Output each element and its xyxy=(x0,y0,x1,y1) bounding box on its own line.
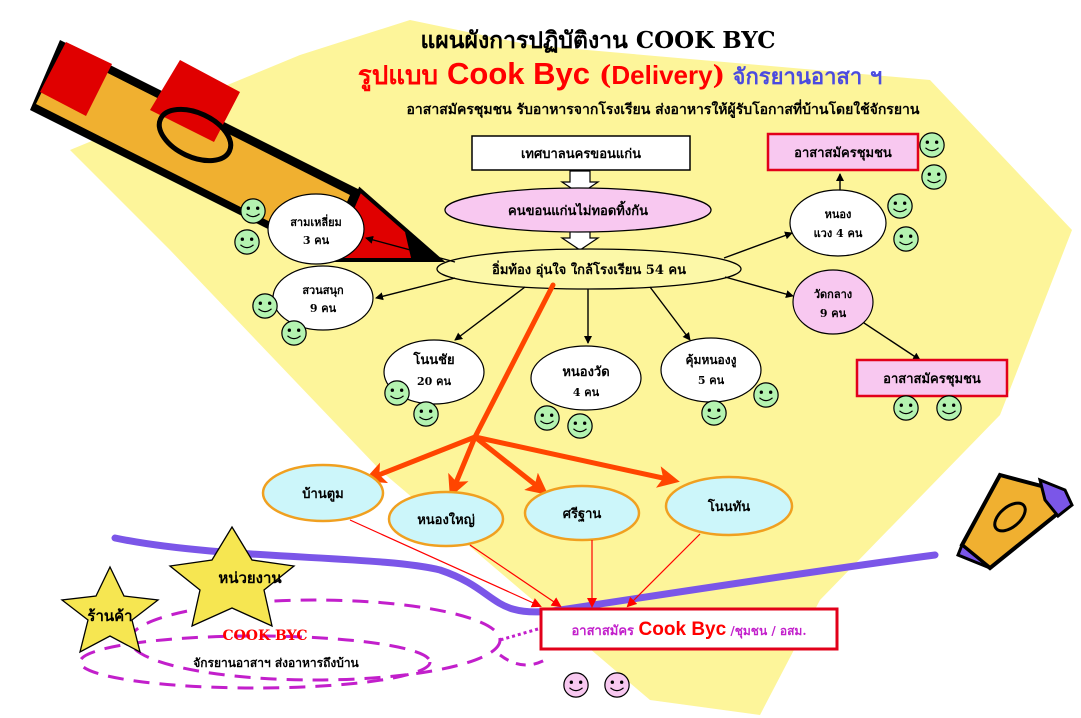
connector-arrows xyxy=(365,173,921,361)
volunteer-box-top: อาสาสมัครชุมชน xyxy=(766,132,920,172)
community-name: โนนชัย xyxy=(412,351,454,368)
star-label-agency: หน่วยงาน xyxy=(218,569,282,587)
volunteer-label: อาสาสมัครชุมชน xyxy=(794,146,892,161)
community-nong-waeng: หนอง แวง 4 คน xyxy=(789,189,887,257)
star-icon: ร้านค้า xyxy=(60,565,160,654)
target-label: บ้านตูม xyxy=(302,486,343,502)
near-school-ellipse xyxy=(436,248,742,290)
cook-byc-caption: จักรยานอาสาฯ ส่งอาหารถึงบ้าน xyxy=(193,656,359,670)
community-count: แวง 4 คน xyxy=(814,227,863,240)
star-icon: หน่วยงาน xyxy=(168,525,296,628)
community-name: หนองวัด xyxy=(562,365,609,380)
target-si-than: ศรีฐาน xyxy=(523,484,641,542)
volunteer-label: อาสาสมัคร Cook Byc /ชุมชน / อสม. xyxy=(571,619,806,640)
dotted-connector xyxy=(499,627,539,642)
community-count: 9 คน xyxy=(820,307,847,320)
municipality-label: เทศบาลนครขอนแก่น xyxy=(521,147,641,162)
community-count: 3 คน xyxy=(303,234,330,247)
pen-icon xyxy=(30,40,446,262)
municipality-box xyxy=(471,135,691,171)
delivery-zone-tail xyxy=(499,653,546,667)
community-name: สามเหลี่ยม xyxy=(290,214,342,229)
community-count: 20 คน xyxy=(417,375,451,388)
community-name: คุ้มหนองงู xyxy=(686,353,737,368)
pen-icon xyxy=(956,472,1074,571)
community-name: หนอง xyxy=(825,208,852,221)
community-count: 9 คน xyxy=(310,302,337,315)
target-label: โนนทัน xyxy=(707,498,750,515)
cook-byc-title: COOK BYC xyxy=(222,628,307,644)
diagram-subtitle-model: รูปแบบ Cook Byc (Delivery) จักรยานอาสา ฯ xyxy=(358,56,882,92)
diagram-title: แผนผังการปฏิบัติงาน COOK BYC xyxy=(420,27,775,54)
near-school-label: อิ่มท้อง อุ่นใจ ใกล้โรงเรียน 54 คน xyxy=(492,260,686,278)
red-connector-arrows xyxy=(349,519,701,608)
target-label: หนองใหญ่ xyxy=(417,511,475,528)
star-label-shop: ร้านค้า xyxy=(87,607,132,625)
community-khum-nong-ngu: คุ้มหนองงู 5 คน xyxy=(660,337,762,403)
community-name: สวนสนุก xyxy=(302,284,344,298)
community-name: วัดกลาง xyxy=(814,288,852,301)
community-non-chai: โนนชัย 20 คน xyxy=(383,339,485,405)
community-sam-liam: สามเหลี่ยม 3 คน xyxy=(267,193,365,265)
delivery-zone-ellipse xyxy=(78,634,432,690)
target-label: ศรีฐาน xyxy=(563,506,602,523)
delivery-arrows xyxy=(363,282,680,498)
khon-kaen-ellipse xyxy=(444,187,712,233)
community-count: 4 คน xyxy=(573,386,600,399)
bicycle-route-line xyxy=(111,534,939,616)
community-wat-klang: วัดกลาง 9 คน xyxy=(792,269,874,335)
diagram-description: อาสาสมัครชุมชน รับอาหารจากโรงเรียน ส่งอา… xyxy=(407,99,920,118)
volunteer-box-bottom: อาสาสมัคร Cook Byc /ชุมชน / อสม. xyxy=(539,607,839,651)
khon-kaen-label: คนขอนแก่นไม่ทอดทิ้งกัน xyxy=(508,200,648,219)
volunteer-box-right: อาสาสมัครชุมชน xyxy=(855,358,1009,398)
community-count: 5 คน xyxy=(698,374,725,387)
volunteer-label: อาสาสมัครชุมชน xyxy=(883,372,981,387)
target-nong-yai: หนองใหญ่ xyxy=(387,490,505,548)
target-non-than: โนนทัน xyxy=(664,475,794,537)
community-nong-wat: หนองวัด 4 คน xyxy=(530,345,642,411)
target-ban-tum: บ้านตูม xyxy=(261,463,385,523)
community-suan-sanuk: สวนสนุก 9 คน xyxy=(272,265,374,331)
